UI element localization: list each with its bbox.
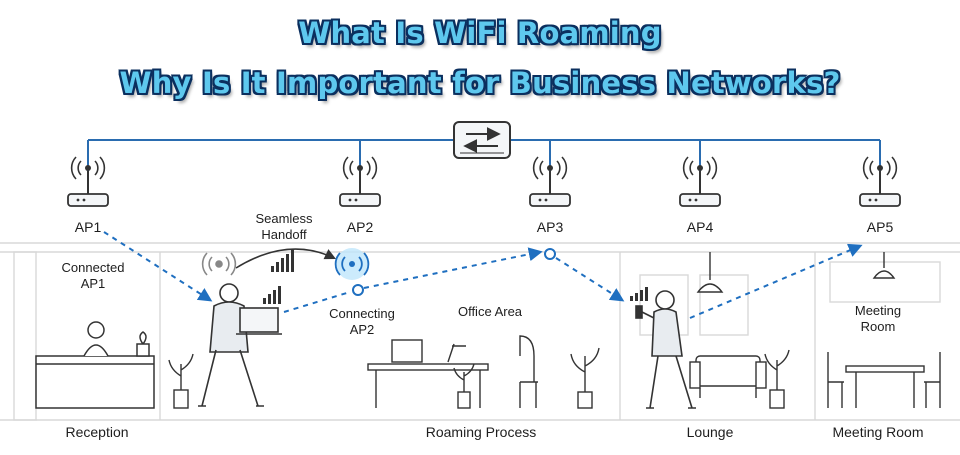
roaming-path <box>103 231 863 319</box>
zone-label-meeting-room: Meeting Room <box>832 424 923 440</box>
ap-label: AP4 <box>687 219 714 235</box>
seamless-handoff-label-2: Handoff <box>261 227 307 242</box>
lounge-sofa <box>689 355 767 398</box>
wifi-router-icon <box>679 156 721 207</box>
plant-decoration <box>168 353 194 409</box>
signal-bars-icon <box>271 250 294 272</box>
wifi-router-icon <box>529 156 571 207</box>
signal-bars-icon <box>263 286 281 304</box>
connecting-label-1: Connecting <box>329 306 395 321</box>
person-with-phone-icon <box>635 290 696 409</box>
signal-bars-icon <box>630 287 648 301</box>
wifi-signal-icon <box>201 252 237 276</box>
connecting-label-2: AP2 <box>350 322 375 337</box>
plant-decoration <box>764 349 790 409</box>
title-line-2: Why Is It Important for Business Network… <box>119 66 841 100</box>
wifi-router-icon <box>339 156 381 207</box>
meeting-room-label-1: Meeting <box>855 303 901 318</box>
wifi-router-icon <box>67 156 109 207</box>
wifi-signal-icon <box>334 248 370 280</box>
title-line-1: What Is WiFi Roaming <box>298 16 662 50</box>
roaming-waypoint <box>352 284 364 296</box>
zone-label-lounge: Lounge <box>687 424 734 440</box>
connected-label-1: Connected <box>62 260 125 275</box>
building-background <box>0 242 960 421</box>
pendant-lamp <box>696 252 896 293</box>
network-switch-icon <box>453 121 511 159</box>
wifi-router-icon <box>859 156 901 207</box>
plant-decoration <box>453 347 600 409</box>
connected-label-2: AP1 <box>81 276 106 291</box>
zone-label-roaming-process: Roaming Process <box>426 424 537 440</box>
ap-label: AP3 <box>537 219 564 235</box>
roaming-waypoint <box>544 248 556 260</box>
person-with-laptop-icon <box>198 283 282 407</box>
office-area-label: Office Area <box>458 304 523 319</box>
handoff-arrow <box>235 248 337 269</box>
ap-label: AP2 <box>347 219 374 235</box>
office-desk <box>367 335 538 408</box>
reception-desk <box>35 321 155 409</box>
meeting-table <box>827 352 941 408</box>
ap-label: AP5 <box>867 219 894 235</box>
meeting-room-label-2: Room <box>861 319 896 334</box>
zone-label-reception: Reception <box>65 424 128 440</box>
ap-label: AP1 <box>75 219 102 235</box>
seamless-handoff-label-1: Seamless <box>255 211 313 226</box>
